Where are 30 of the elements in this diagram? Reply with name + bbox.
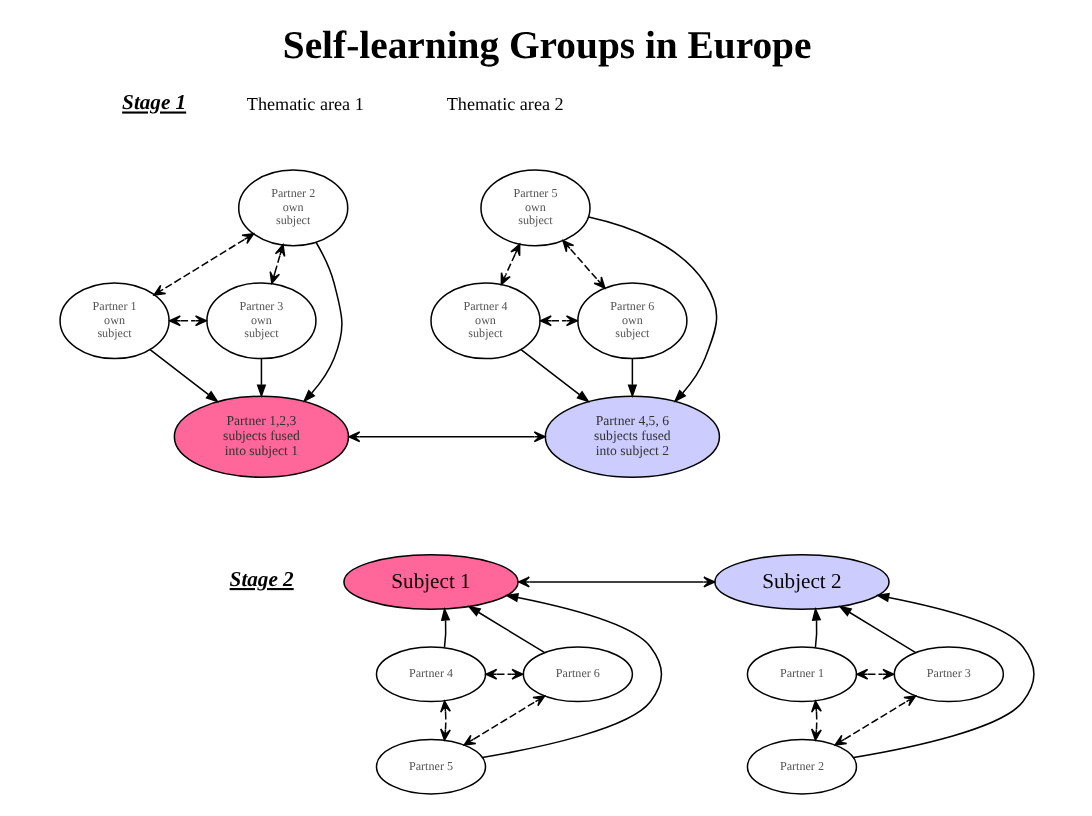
arrow <box>152 233 254 296</box>
arrow <box>255 357 266 399</box>
arrow <box>268 244 285 284</box>
arrow <box>851 592 1034 759</box>
arrow <box>167 315 206 327</box>
label: Stage 2 <box>228 570 293 593</box>
arrow <box>833 695 916 746</box>
arrow <box>837 605 916 654</box>
arrow <box>484 668 523 680</box>
arrow <box>466 605 545 654</box>
arrow <box>462 695 545 746</box>
label: Stage 1 <box>121 93 186 116</box>
arrow <box>586 216 717 403</box>
arrow <box>301 241 342 403</box>
arrow <box>148 348 219 403</box>
arrow <box>516 576 715 588</box>
label: Thematic area 2 <box>445 94 563 115</box>
arrow <box>538 315 577 327</box>
arrow <box>519 348 590 403</box>
arrow <box>439 700 450 741</box>
label: Thematic area 1 <box>245 94 363 115</box>
arrow <box>439 607 450 649</box>
arrow <box>480 593 662 759</box>
arrow <box>810 607 821 649</box>
arrow <box>626 357 637 399</box>
arrow <box>561 239 605 289</box>
arrow <box>855 668 894 680</box>
diagram-title: Self-learning Groups in Europe <box>281 24 811 69</box>
arrow <box>347 431 545 443</box>
arrow <box>809 700 821 741</box>
